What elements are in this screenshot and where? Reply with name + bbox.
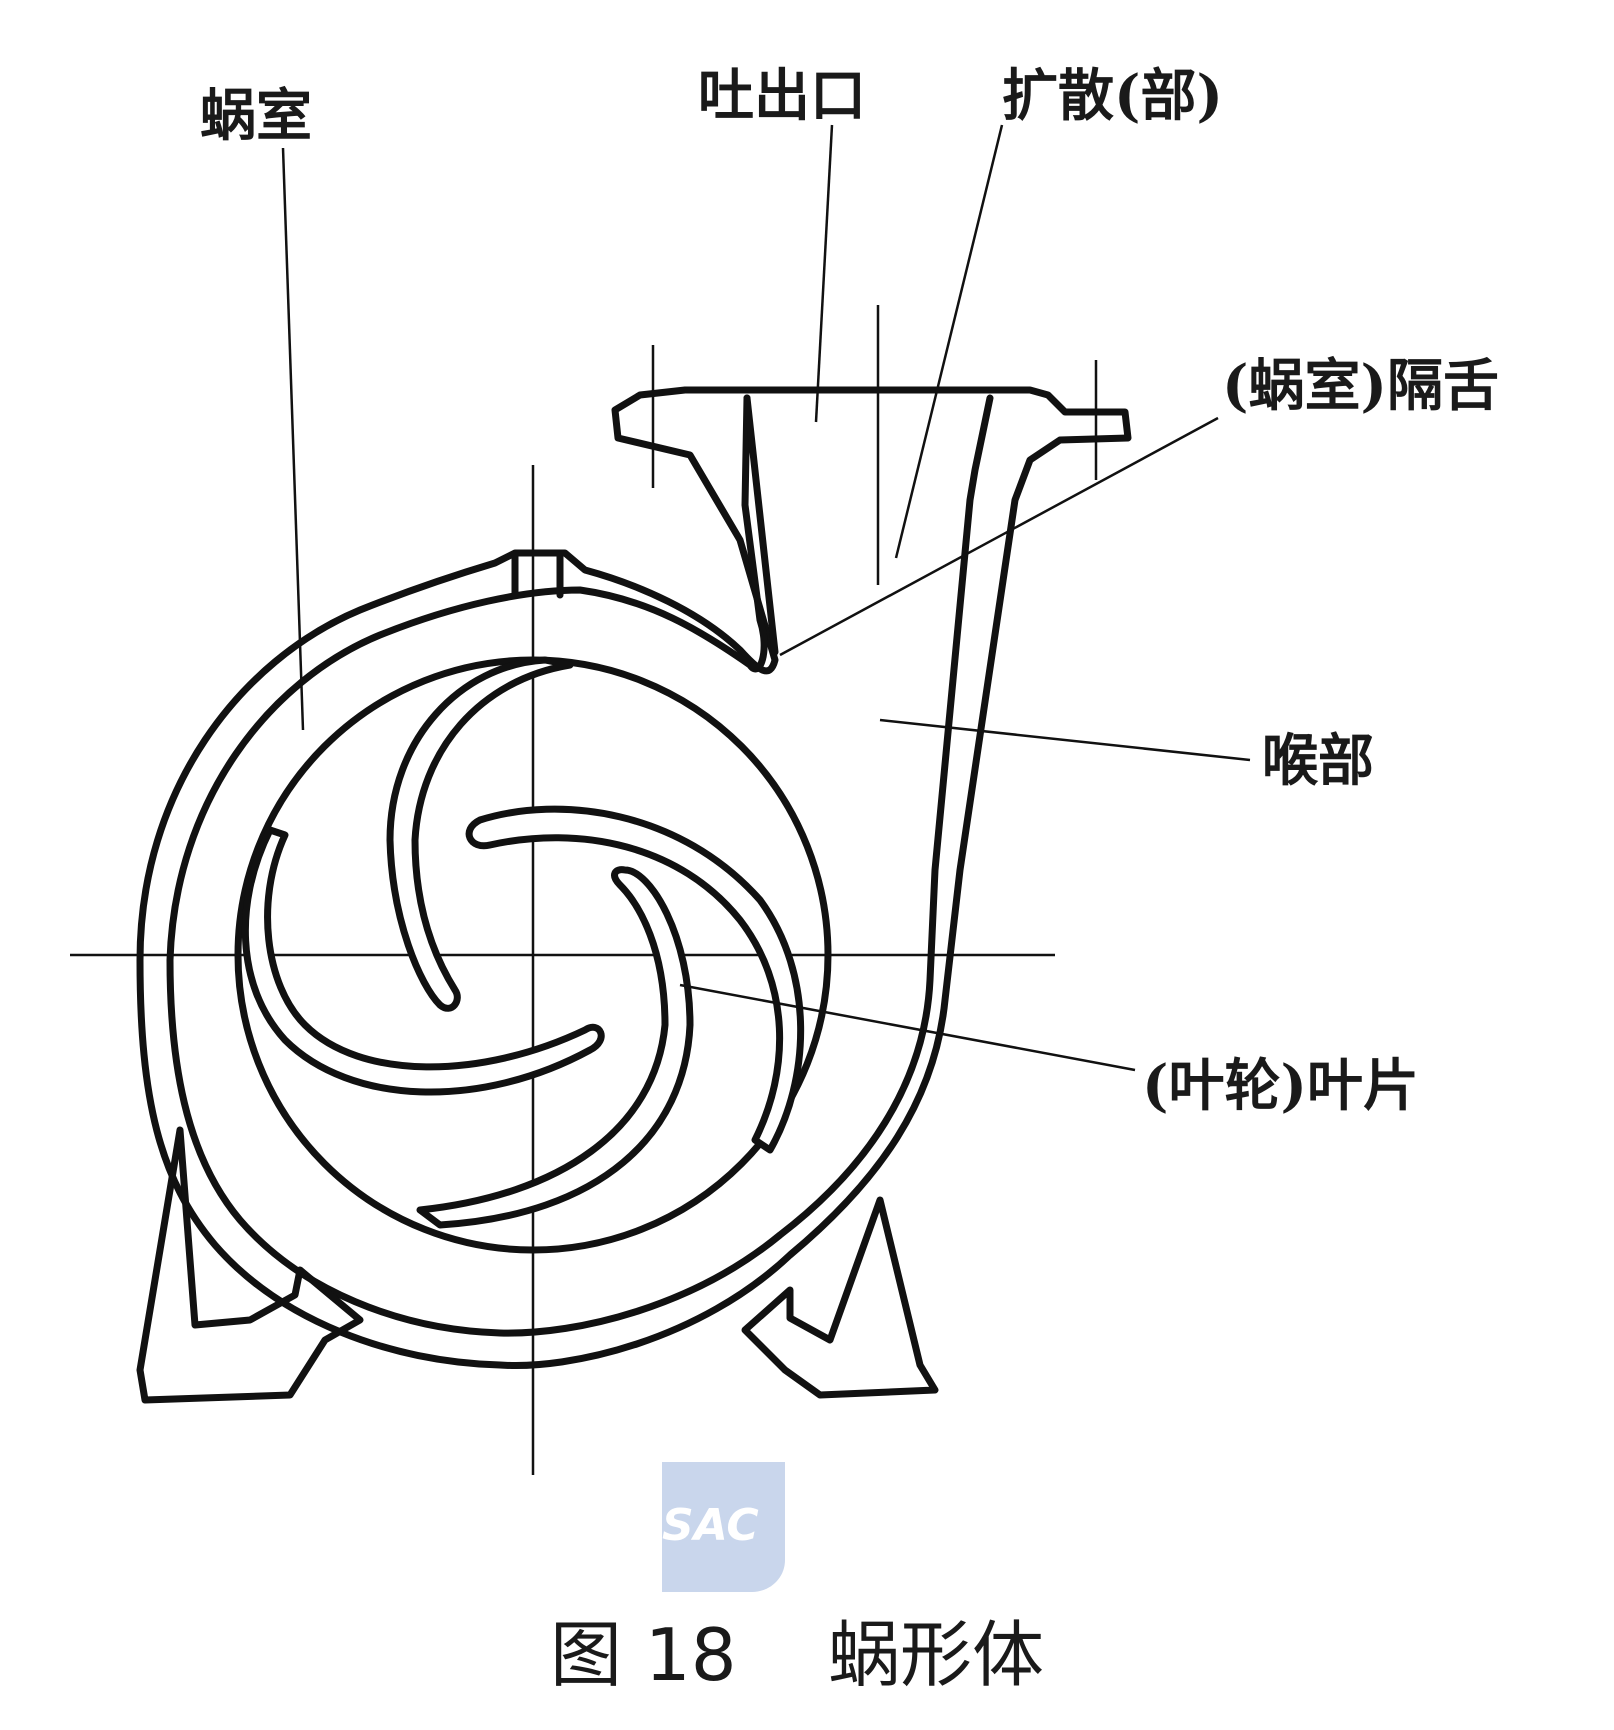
impeller-blade-1: [386, 656, 574, 1012]
impeller-blades: [241, 656, 805, 1229]
right-support-foot: [741, 1196, 939, 1399]
labels: 蜗室 吐出口 扩散(部) (蜗室)隔舌 喉部 (叶轮)叶片: [200, 63, 1499, 1119]
left-support-foot: [136, 1126, 364, 1404]
label-throat: 喉部: [1262, 728, 1374, 794]
casing-inner-wall: [166, 394, 994, 1337]
leader-volute-chamber: [281, 147, 305, 731]
center-lines: [70, 305, 1098, 1475]
label-discharge-outlet: 吐出口: [698, 63, 866, 129]
casing-top-boss: [511, 551, 564, 599]
label-volute-chamber: 蜗室: [200, 83, 312, 149]
watermark-text: SAC: [662, 1500, 759, 1551]
leader-tongue: [779, 416, 1219, 657]
impeller-blade-2: [465, 805, 805, 1154]
label-tongue: (蜗室)隔舌: [1222, 353, 1499, 419]
leader-diffuser: [894, 124, 1004, 559]
impeller-blade-3: [416, 866, 694, 1229]
leader-throat: [879, 718, 1251, 762]
leader-impeller-blade: [679, 983, 1136, 1072]
watermark-logo: SAC: [662, 1462, 785, 1592]
leader-lines: [281, 124, 1251, 1072]
casing-outer-wall: [136, 386, 1132, 1369]
volute-casing: [136, 386, 1132, 1404]
label-impeller-blade: (叶轮)叶片: [1142, 1053, 1419, 1119]
watermark-badge: [662, 1462, 785, 1592]
diffuser-left-wall: [743, 394, 779, 656]
leader-discharge-outlet: [814, 124, 834, 423]
impeller-blade-4: [241, 826, 605, 1096]
label-diffuser-part: 扩散(部): [1002, 63, 1223, 129]
figure-caption: 图 18 蜗形体: [550, 1613, 1044, 1697]
